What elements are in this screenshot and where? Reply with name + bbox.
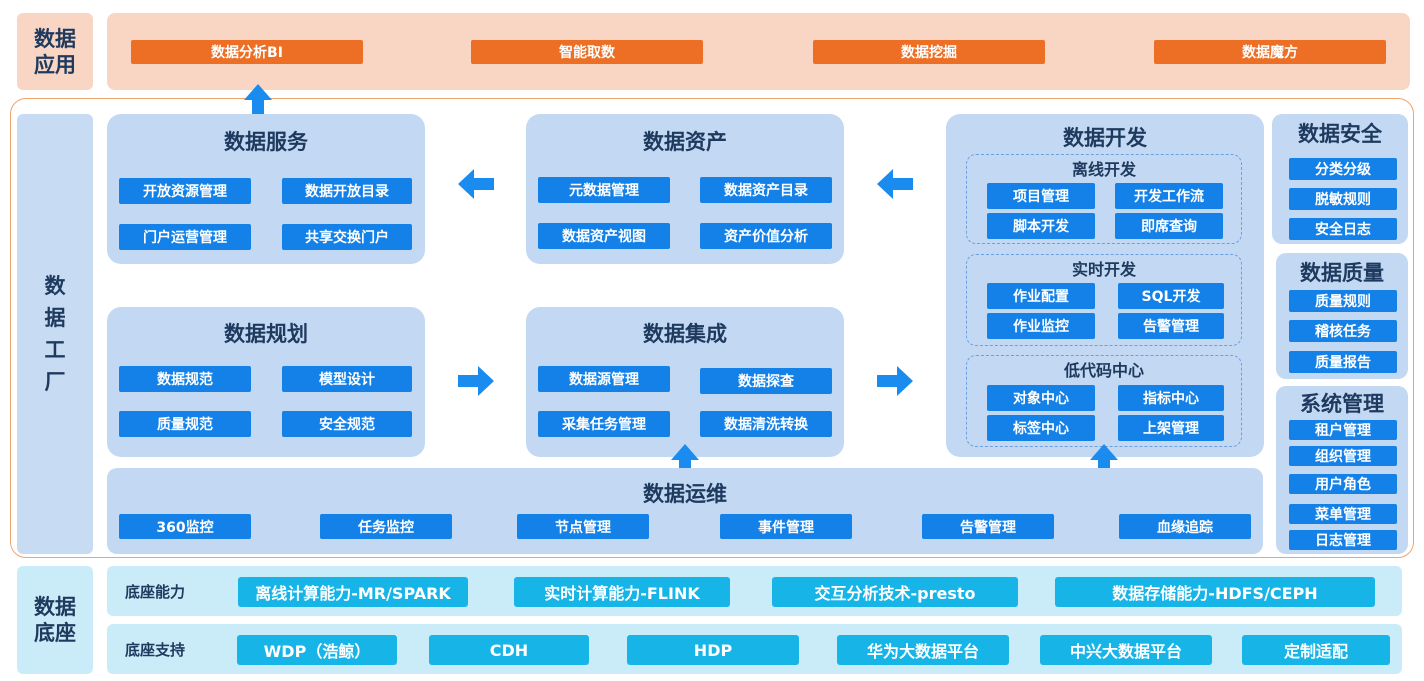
system-mgmt-item[interactable]: 租户管理 — [1289, 420, 1397, 440]
data-asset-item[interactable]: 数据资产目录 — [700, 177, 832, 203]
data-security-title: 数据安全 — [1298, 122, 1382, 146]
data-dev-title: 数据开发 — [1063, 126, 1147, 150]
lowcode-title: 低代码中心 — [1063, 361, 1144, 380]
data-integration-item[interactable]: 采集任务管理 — [538, 411, 670, 437]
data-quality-title: 数据质量 — [1300, 261, 1384, 285]
lowcode-item[interactable]: 指标中心 — [1118, 385, 1224, 411]
realtime-dev-title: 实时开发 — [1071, 260, 1136, 279]
data-service-item[interactable]: 共享交换门户 — [282, 224, 412, 250]
app-item-smart-fetch[interactable]: 智能取数 — [471, 40, 703, 64]
app-item-data-mining[interactable]: 数据挖掘 — [813, 40, 1045, 64]
arrow-right-icon — [458, 366, 494, 396]
data-service-item[interactable]: 开放资源管理 — [119, 178, 251, 204]
data-ops-item[interactable]: 告警管理 — [922, 514, 1054, 539]
realtime-dev-item[interactable]: 作业配置 — [987, 283, 1095, 309]
data-planning-item[interactable]: 数据规范 — [119, 366, 251, 392]
offline-dev-item[interactable]: 即席查询 — [1115, 213, 1223, 239]
data-quality-item[interactable]: 质量报告 — [1289, 351, 1397, 373]
data-integration-item[interactable]: 数据清洗转换 — [700, 411, 832, 437]
arrow-up-to-app-icon — [244, 84, 272, 118]
data-planning-item[interactable]: 模型设计 — [282, 366, 412, 392]
realtime-dev-item[interactable]: SQL开发 — [1118, 283, 1224, 309]
capability-row-label: 底座能力 — [124, 582, 185, 601]
data-ops-title: 数据运维 — [643, 482, 727, 506]
realtime-dev-item[interactable]: 告警管理 — [1118, 313, 1224, 339]
realtime-dev-item[interactable]: 作业监控 — [987, 313, 1095, 339]
data-asset-item[interactable]: 资产价值分析 — [700, 223, 832, 249]
factory-label: 数据工厂 — [17, 114, 93, 554]
factory-frame — [10, 98, 1414, 558]
data-integration-item[interactable]: 数据探查 — [700, 368, 832, 394]
app-item-bi[interactable]: 数据分析BI — [131, 40, 363, 64]
data-ops-item[interactable]: 节点管理 — [517, 514, 649, 539]
app-layer-label: 数据应用 — [17, 13, 93, 90]
foundation-label-text: 数据底座 — [34, 595, 76, 645]
offline-dev-item[interactable]: 脚本开发 — [987, 213, 1095, 239]
system-mgmt-title: 系统管理 — [1300, 392, 1384, 416]
data-ops-module — [107, 468, 1263, 554]
app-layer-label-text: 数据应用 — [34, 26, 76, 77]
support-item[interactable]: CDH — [429, 635, 589, 665]
foundation-label: 数据底座 — [17, 566, 93, 674]
data-security-item[interactable]: 分类分级 — [1289, 158, 1397, 180]
lowcode-item[interactable]: 对象中心 — [987, 385, 1095, 411]
system-mgmt-item[interactable]: 组织管理 — [1289, 446, 1397, 466]
data-planning-item[interactable]: 质量规范 — [119, 411, 251, 437]
support-item[interactable]: 中兴大数据平台 — [1040, 635, 1212, 665]
support-item[interactable]: WDP（浩鲸） — [237, 635, 397, 665]
data-ops-item[interactable]: 血缘追踪 — [1119, 514, 1251, 539]
data-service-title: 数据服务 — [224, 130, 308, 154]
offline-dev-item[interactable]: 项目管理 — [987, 183, 1095, 209]
capability-item[interactable]: 实时计算能力-FLINK — [514, 577, 730, 607]
data-integration-item[interactable]: 数据源管理 — [538, 366, 670, 392]
support-item[interactable]: HDP — [627, 635, 799, 665]
data-planning-item[interactable]: 安全规范 — [282, 411, 412, 437]
offline-dev-item[interactable]: 开发工作流 — [1115, 183, 1223, 209]
data-asset-title: 数据资产 — [643, 130, 727, 154]
data-asset-item[interactable]: 元数据管理 — [538, 177, 670, 203]
data-service-item[interactable]: 门户运营管理 — [119, 224, 251, 250]
data-ops-item[interactable]: 任务监控 — [320, 514, 452, 539]
data-quality-item[interactable]: 质量规则 — [1289, 290, 1397, 312]
app-item-data-cube[interactable]: 数据魔方 — [1154, 40, 1386, 64]
data-security-item[interactable]: 安全日志 — [1289, 218, 1397, 240]
capability-item[interactable]: 数据存储能力-HDFS/CEPH — [1055, 577, 1375, 607]
arrow-up-icon — [671, 444, 699, 478]
support-row-label: 底座支持 — [124, 640, 185, 659]
offline-dev-title: 离线开发 — [1071, 160, 1136, 179]
arrow-left-icon — [877, 169, 913, 199]
capability-item[interactable]: 离线计算能力-MR/SPARK — [238, 577, 468, 607]
system-mgmt-item[interactable]: 用户角色 — [1289, 474, 1397, 494]
data-ops-item[interactable]: 事件管理 — [720, 514, 852, 539]
data-service-item[interactable]: 数据开放目录 — [282, 178, 412, 204]
realtime-dev-box — [966, 254, 1242, 346]
support-item[interactable]: 定制适配 — [1242, 635, 1390, 665]
data-security-item[interactable]: 脱敏规则 — [1289, 188, 1397, 210]
data-asset-item[interactable]: 数据资产视图 — [538, 223, 670, 249]
data-quality-item[interactable]: 稽核任务 — [1289, 320, 1397, 342]
offline-dev-box — [966, 154, 1242, 244]
factory-label-text: 数据工厂 — [44, 274, 66, 394]
data-ops-item[interactable]: 360监控 — [119, 514, 251, 539]
capability-item[interactable]: 交互分析技术-presto — [772, 577, 1018, 607]
lowcode-item[interactable]: 上架管理 — [1118, 415, 1224, 441]
system-mgmt-module — [1276, 386, 1408, 554]
arrow-right-icon — [877, 366, 913, 396]
lowcode-item[interactable]: 标签中心 — [987, 415, 1095, 441]
support-item[interactable]: 华为大数据平台 — [837, 635, 1009, 665]
system-mgmt-item[interactable]: 菜单管理 — [1289, 504, 1397, 524]
data-planning-title: 数据规划 — [224, 322, 308, 346]
arrow-up-icon — [1090, 444, 1118, 478]
system-mgmt-item[interactable]: 日志管理 — [1289, 530, 1397, 550]
arrow-left-icon — [458, 169, 494, 199]
data-integration-title: 数据集成 — [643, 322, 727, 346]
